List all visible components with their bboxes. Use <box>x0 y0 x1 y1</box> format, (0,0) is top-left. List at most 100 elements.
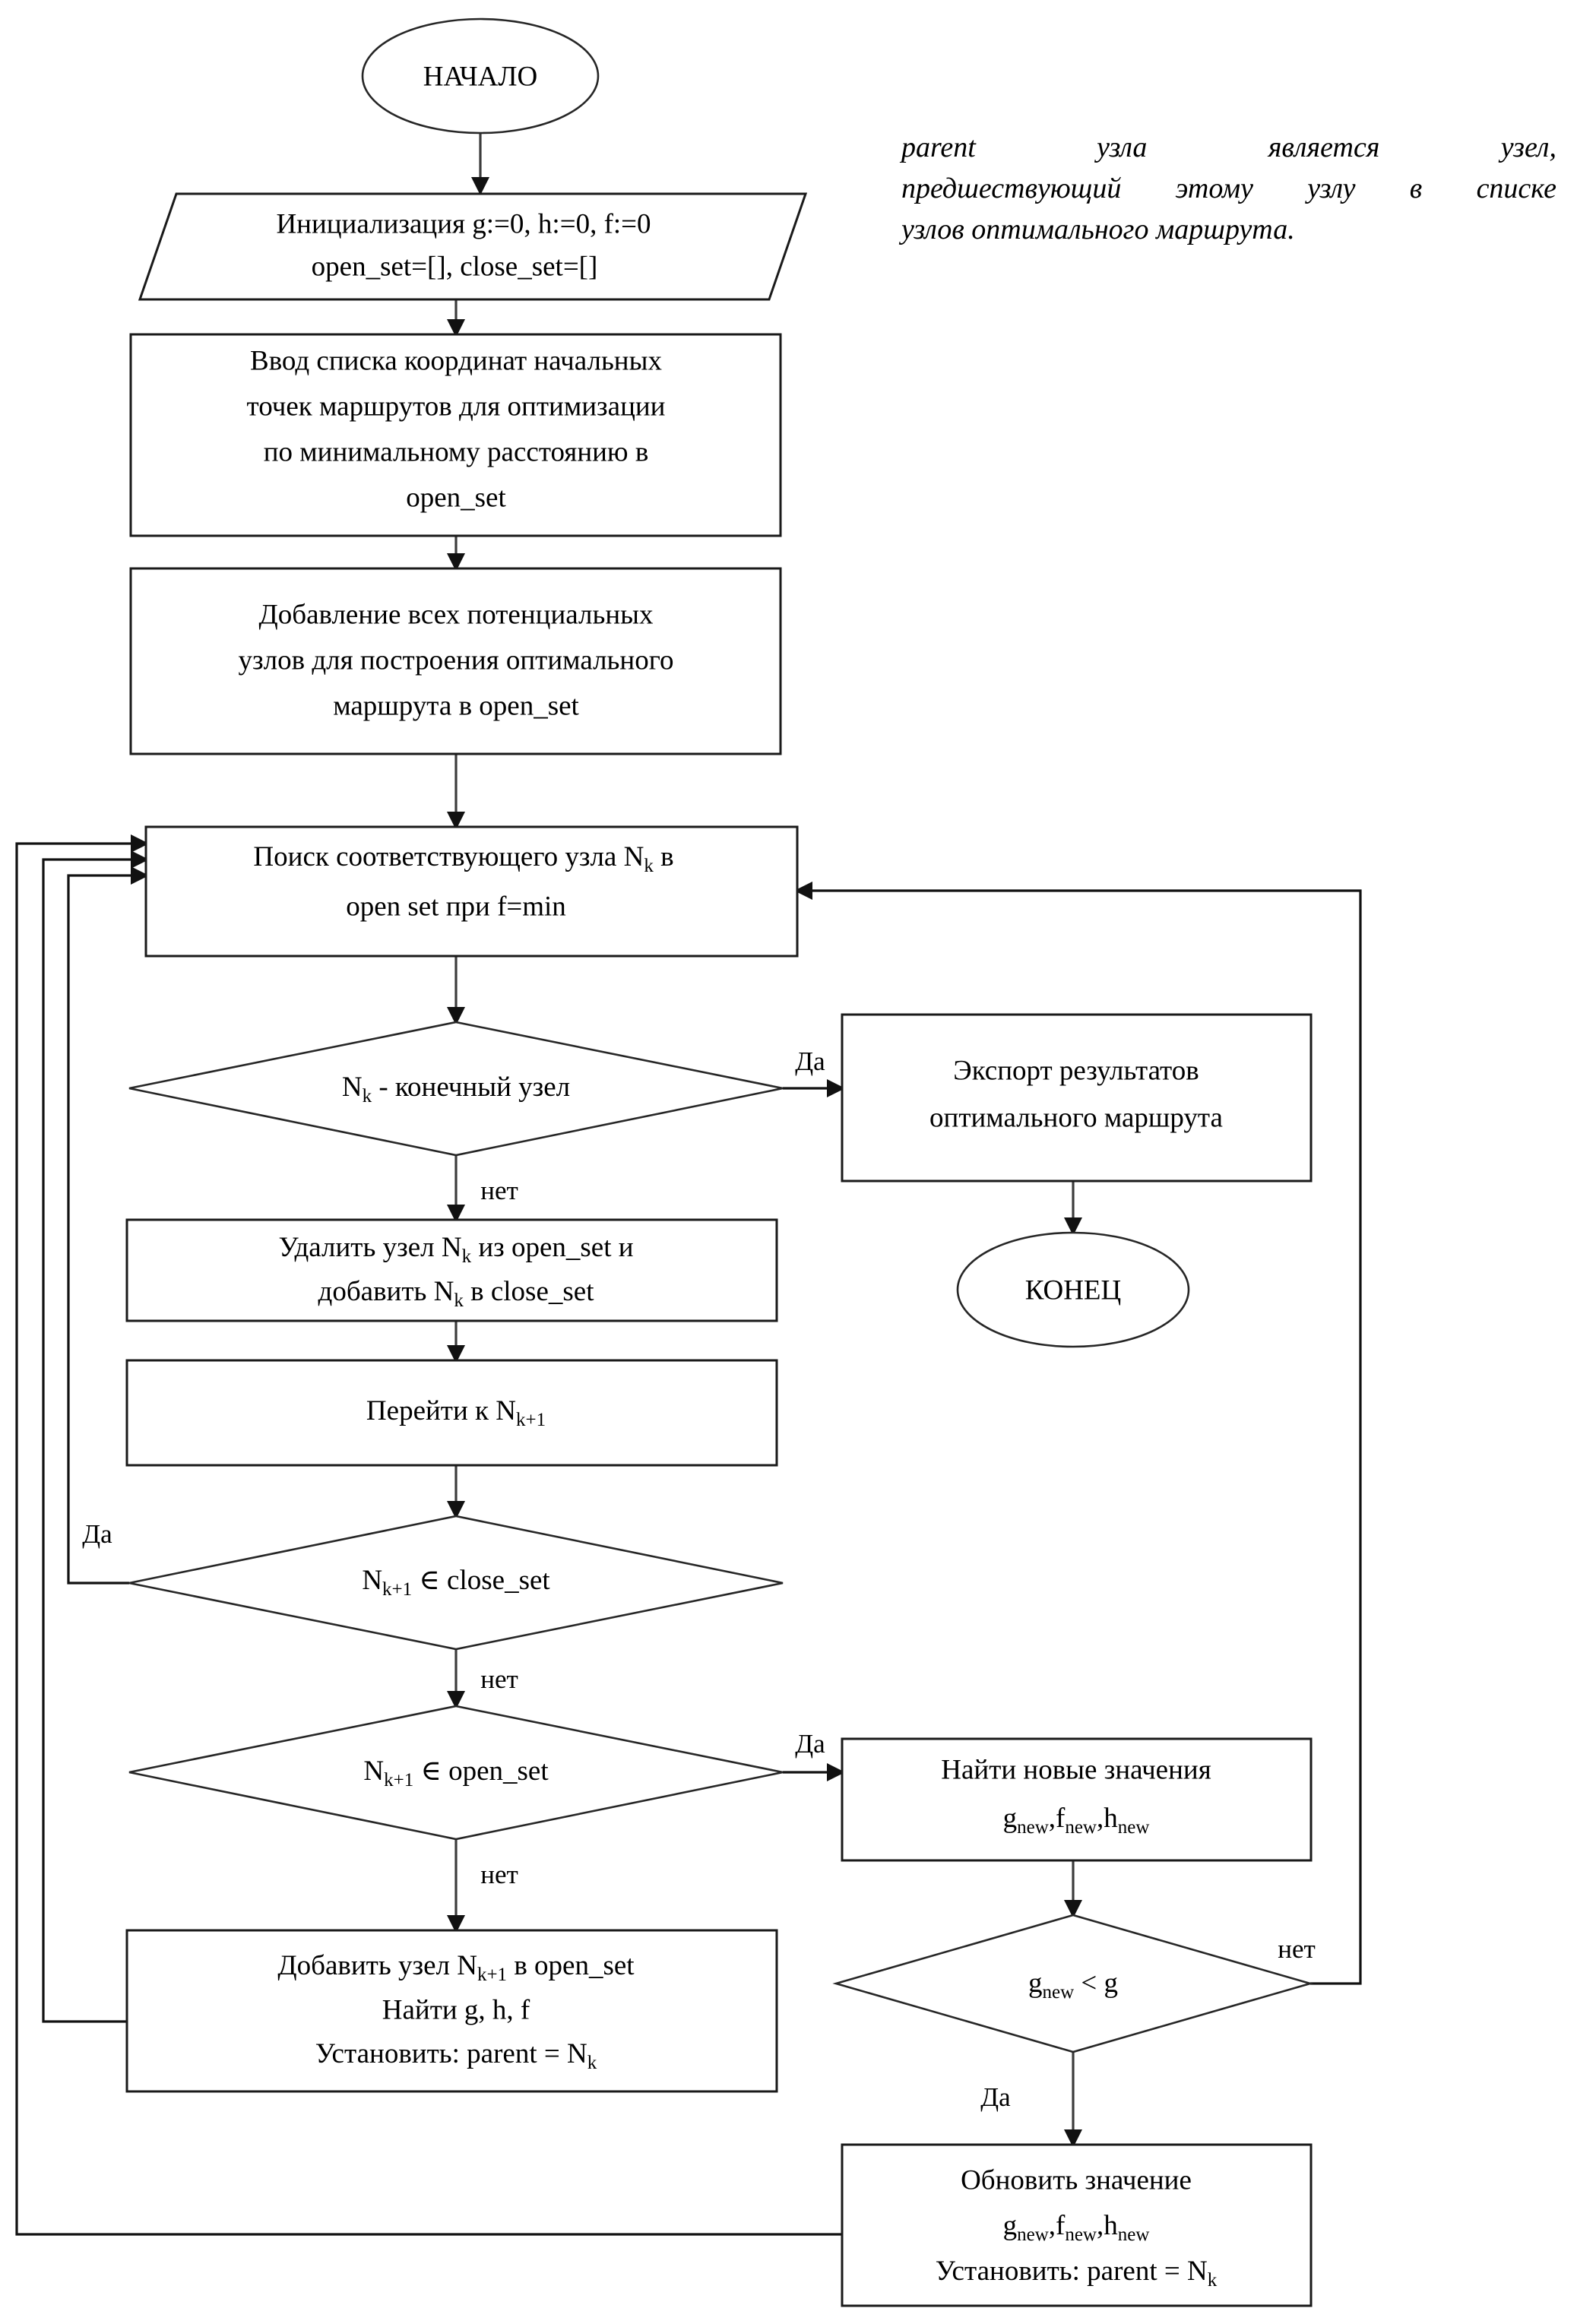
edge-label-close-yes: Да <box>82 1519 112 1549</box>
node-input-points[interactable] <box>129 333 782 537</box>
edge-addnode-loop-to-search <box>42 850 149 2023</box>
node-remove-line1: Удалить узел Nk из open_set и <box>278 1232 633 1266</box>
node-export-line2: оптимального маршрута <box>929 1102 1223 1133</box>
node-remove-line1-b: из open_set и <box>471 1232 634 1263</box>
node-update-line2-a: g <box>1003 2210 1018 2241</box>
node-input-line3: по минимальному расстоянию в <box>264 436 649 467</box>
node-addall-line2: узлов для построения оптимального <box>239 644 674 676</box>
note-line-3: узлов оптимального маршрута. <box>901 213 1295 245</box>
node-gotonext-text: Перейти к Nk+1 <box>366 1395 546 1430</box>
node-add-all-nodes[interactable] <box>129 567 782 755</box>
node-inclose-text-a: N <box>362 1565 382 1596</box>
node-compare-g[interactable] <box>832 1914 1314 2053</box>
edge-update-loop-to-search <box>15 834 842 2236</box>
node-export-line1: Экспорт результатов <box>953 1055 1199 1086</box>
node-addnode-line3-sub: k <box>587 2053 597 2073</box>
node-remove-line2-b: в close_set <box>464 1276 594 1307</box>
edge-compare-no-loop-to-search <box>794 882 1362 1985</box>
note-line-1: parent узла является узел, <box>901 131 1556 163</box>
node-update-line2-c: ,h <box>1097 2210 1118 2241</box>
node-add-node-open[interactable] <box>125 1929 778 2093</box>
node-inclose-text: Nk+1 ∈ close_set <box>362 1565 550 1599</box>
node-findnew-line2-a: g <box>1003 1803 1018 1834</box>
node-search-line1-sub: k <box>644 856 654 876</box>
node-remove-line2: добавить Nk в close_set <box>318 1276 595 1310</box>
node-remove-line2-a: добавить N <box>318 1276 454 1307</box>
node-addnode-line3: Установить: parent = Nk <box>315 2038 597 2072</box>
node-search-node[interactable] <box>144 825 799 958</box>
node-update-line2-sub1: new <box>1017 2224 1049 2245</box>
node-isfinal-text: Nk - конечный узел <box>342 1072 570 1106</box>
edge-label-open-no: нет <box>480 1860 518 1889</box>
node-goto-next[interactable] <box>125 1359 778 1467</box>
node-search-line2: open set при f=min <box>346 891 566 922</box>
node-init-line2: open_set=[], close_set=[] <box>312 251 598 282</box>
node-findnew-line2: gnew,fnew,hnew <box>1003 1803 1150 1837</box>
node-findnew-line2-sub2: new <box>1065 1817 1097 1838</box>
node-remove-line1-sub: k <box>462 1246 472 1267</box>
node-is-final[interactable] <box>128 1021 784 1157</box>
node-update-line3-a: Установить: parent = N <box>936 2256 1208 2287</box>
node-update-line2: gnew,fnew,hnew <box>1003 2210 1150 2244</box>
node-compare-text: gnew < g <box>1028 1968 1118 2002</box>
node-isfinal-text-sub: k <box>363 1086 372 1107</box>
node-addnode-line1-b: в open_set <box>507 1950 635 1981</box>
note-line-2: предшествующий этому узлу в списке <box>901 172 1556 204</box>
node-inclose-text-b: ∈ close_set <box>412 1565 550 1596</box>
node-input-line4: open_set <box>406 482 506 513</box>
node-input-line1: Ввод списка координат начальных <box>250 345 662 376</box>
node-addall-line1: Добавление всех потенциальных <box>259 599 654 630</box>
parent-definition-note: parent узла является узел, предшествующи… <box>901 128 1556 251</box>
node-update-line3-sub: k <box>1208 2270 1218 2291</box>
edge-label-final-no: нет <box>480 1176 518 1205</box>
node-inclose-text-sub: k+1 <box>382 1579 412 1600</box>
node-addnode-line1-sub: k+1 <box>477 1965 507 1985</box>
node-remove-node[interactable] <box>125 1218 778 1322</box>
node-findnew-line1: Найти новые значения <box>941 1754 1211 1785</box>
node-remove-line2-sub: k <box>454 1290 464 1311</box>
node-addnode-line2: Найти g, h, f <box>382 1994 530 2025</box>
node-search-line1: Поиск соответствующего узла Nk в <box>253 841 673 875</box>
node-gotonext-text-sub: k+1 <box>516 1410 546 1430</box>
node-find-new-values[interactable] <box>841 1737 1313 1862</box>
node-start[interactable] <box>361 17 600 135</box>
node-isfinal-text-a: N <box>342 1072 363 1103</box>
node-addnode-line1-a: Добавить узел N <box>277 1950 477 1981</box>
node-findnew-line2-c: ,h <box>1097 1803 1118 1834</box>
node-inopen-text: Nk+1 ∈ open_set <box>363 1756 549 1790</box>
node-findnew-line2-b: ,f <box>1049 1803 1066 1834</box>
edge-label-close-no: нет <box>480 1664 518 1694</box>
node-addnode-line3-a: Установить: parent = N <box>315 2038 587 2069</box>
edge-label-compare-no: нет <box>1278 1934 1316 1964</box>
node-gotonext-text-a: Перейти к N <box>366 1395 516 1426</box>
node-inopen-text-sub: k+1 <box>384 1770 413 1790</box>
node-in-close-set[interactable] <box>128 1515 784 1651</box>
node-inopen-text-b: ∈ open_set <box>413 1756 549 1787</box>
node-init[interactable] <box>138 192 808 301</box>
node-findnew-line2-sub1: new <box>1017 1817 1049 1838</box>
node-update-line2-sub2: new <box>1065 2224 1097 2245</box>
node-update-line2-sub3: new <box>1118 2224 1150 2245</box>
node-isfinal-text-b: - конечный узел <box>372 1072 570 1103</box>
node-export-result[interactable] <box>841 1013 1313 1183</box>
node-search-line1-a: Поиск соответствующего узла N <box>253 841 644 872</box>
node-compare-text-sub: new <box>1042 1982 1074 2003</box>
node-start-label: НАЧАЛО <box>423 61 537 92</box>
node-update-line2-b: ,f <box>1049 2210 1066 2241</box>
node-addall-line3: маршрута в open_set <box>333 690 579 721</box>
node-addnode-line1: Добавить узел Nk+1 в open_set <box>277 1950 635 1984</box>
node-search-line1-b: в <box>654 841 674 872</box>
node-update-line1: Обновить значение <box>961 2164 1192 2196</box>
node-in-open-set[interactable] <box>128 1705 784 1841</box>
node-init-line1: Инициализация g:=0, h:=0, f:=0 <box>276 208 651 239</box>
node-inopen-text-a: N <box>363 1756 384 1787</box>
edge-inclose-yes-loop-to-search <box>67 866 149 1585</box>
node-findnew-line2-sub3: new <box>1118 1817 1150 1838</box>
node-update-values[interactable] <box>841 2143 1313 2307</box>
edge-label-final-yes: Да <box>795 1046 825 1076</box>
node-compare-text-a: g <box>1028 1968 1043 1999</box>
node-end-label: КОНЕЦ <box>1025 1274 1122 1306</box>
node-end[interactable] <box>956 1231 1190 1348</box>
